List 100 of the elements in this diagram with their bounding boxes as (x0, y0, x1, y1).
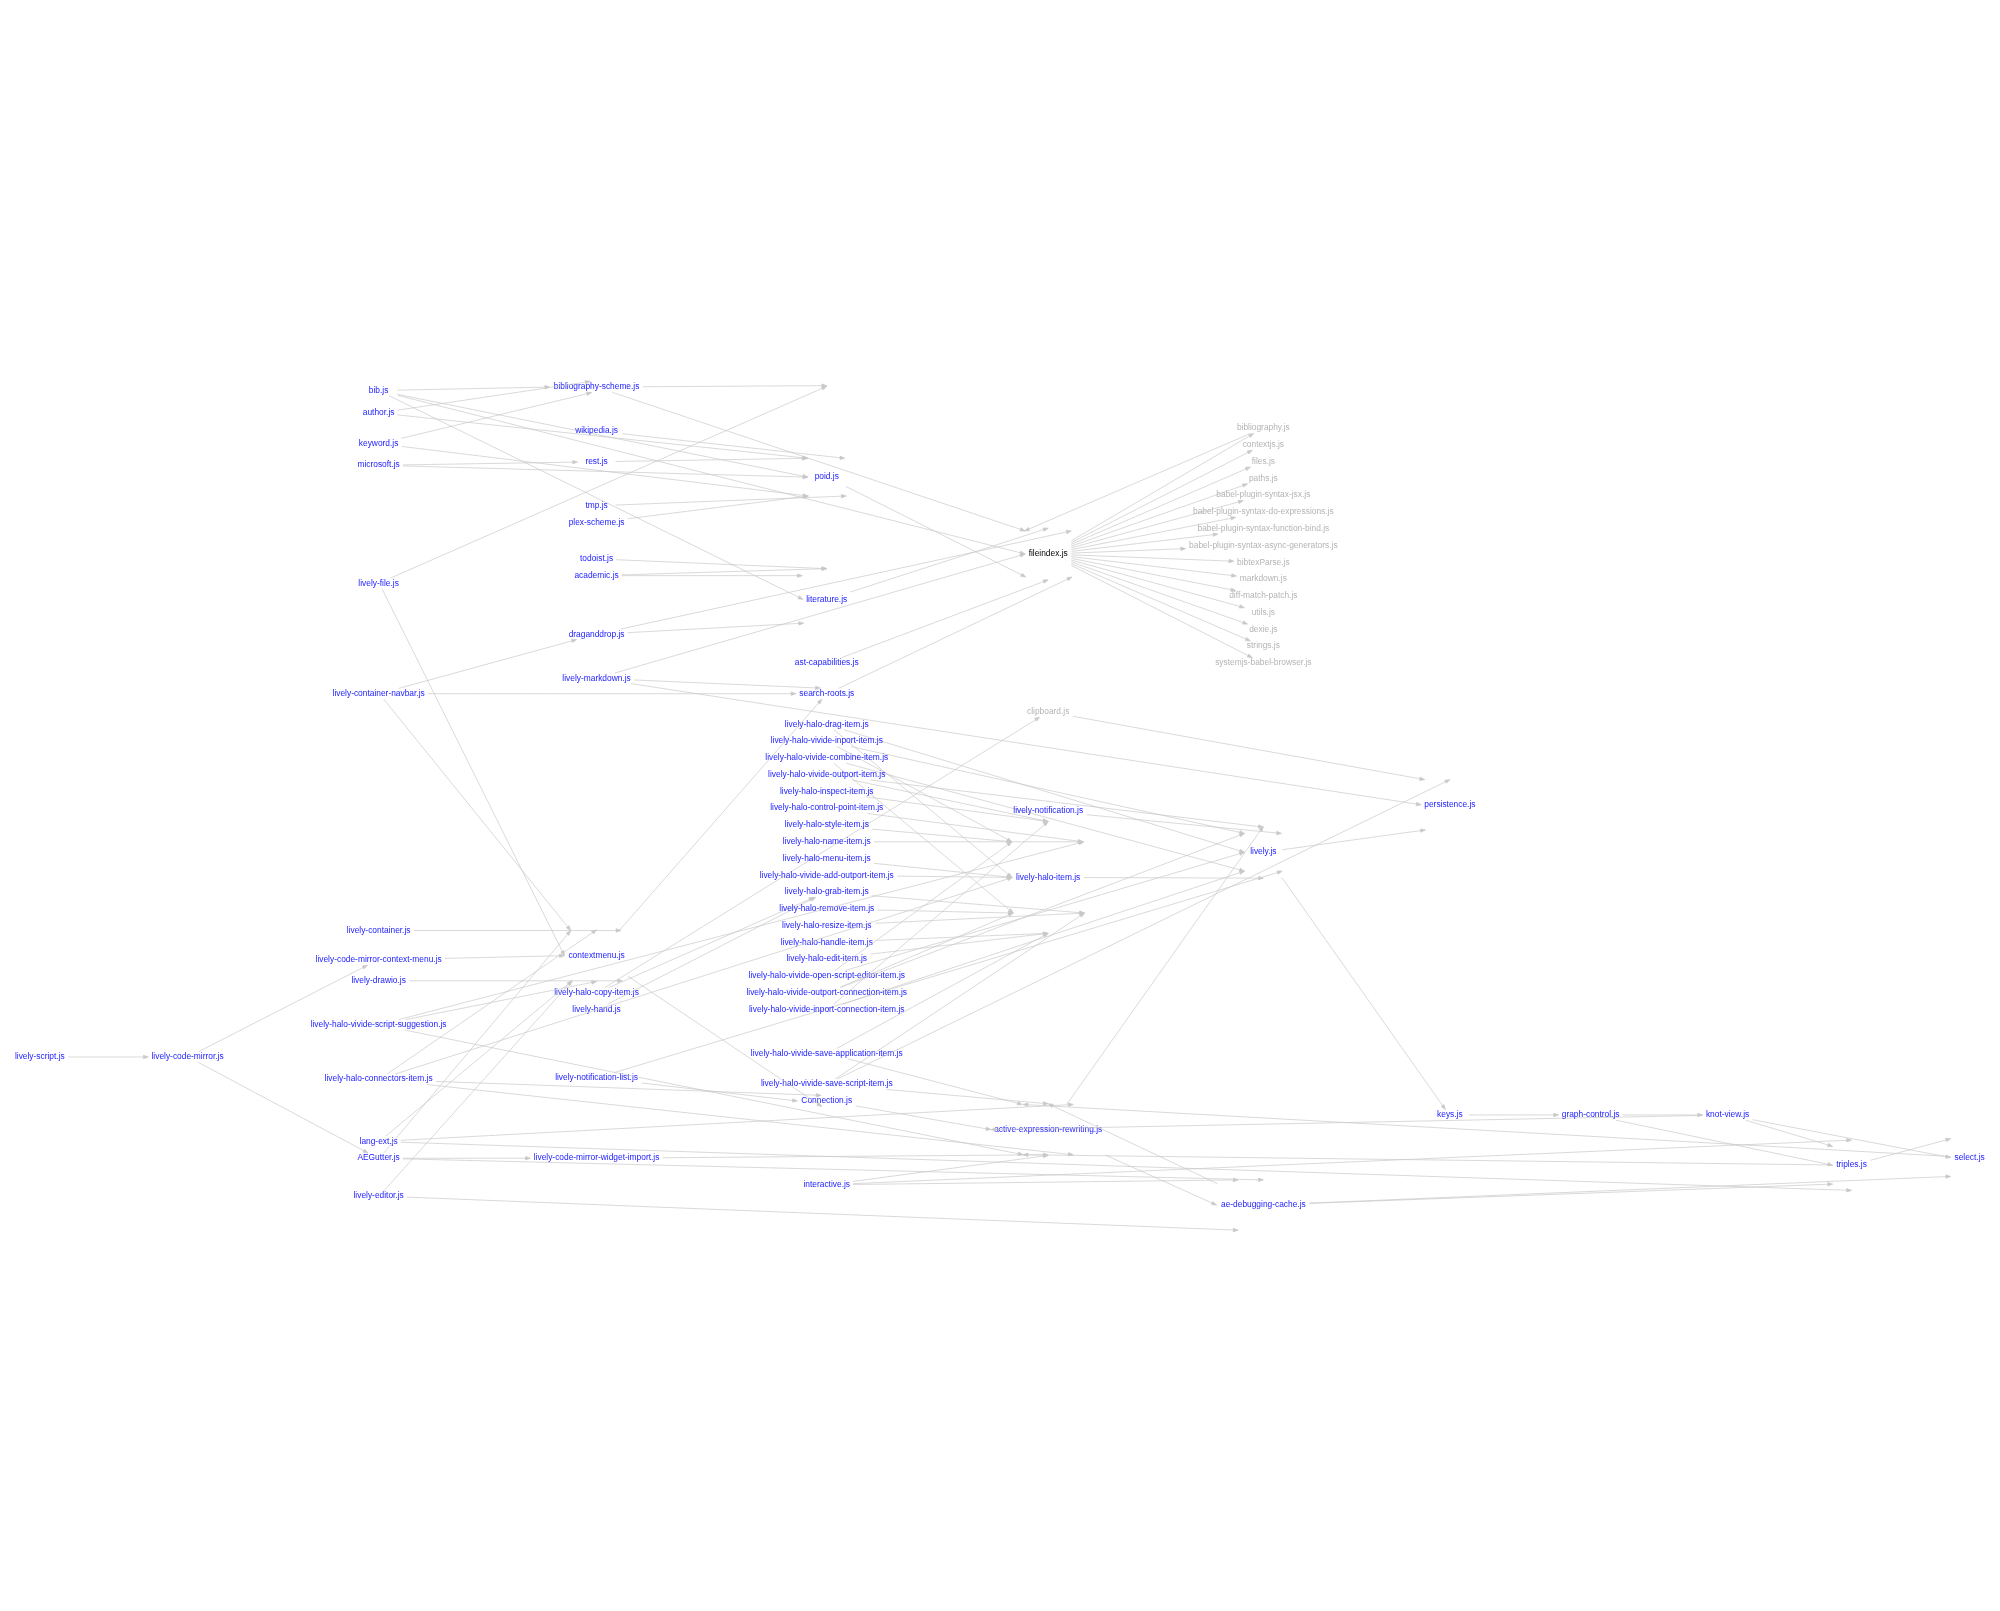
node-text: lively-halo-style-item.js (784, 818, 869, 829)
node-text: lively-halo-copy-item.js (554, 986, 639, 997)
node-text: lively-script.js (14, 1050, 65, 1061)
node-text: babel-plugin-syntax-function-bind.js (1197, 522, 1330, 533)
arrow (1083, 875, 1264, 880)
arrow (847, 1057, 1023, 1105)
arrow (841, 579, 1049, 658)
node-text: triples.js (1836, 1158, 1867, 1169)
node-text: graph-control.js (1561, 1108, 1620, 1119)
arrow (400, 1141, 1852, 1192)
arrow (855, 1105, 992, 1131)
arrow (383, 698, 572, 931)
node-text: lively-halo-vivide-inport-item.js (770, 734, 883, 745)
arrow (1745, 1119, 1834, 1147)
arrow (886, 1088, 1049, 1105)
node-text: lively-file.js (358, 577, 399, 587)
node-text: lively-code-mirror.js (151, 1050, 224, 1061)
node-text: paths.js (1248, 472, 1278, 483)
node-text: files.js (1251, 455, 1275, 466)
arrow (852, 1177, 1239, 1185)
node-text: bibliography.js (1236, 421, 1290, 432)
node-text: author.js (362, 406, 395, 417)
arrow (870, 779, 1264, 829)
arrow (634, 679, 821, 690)
arrow (400, 391, 593, 439)
node-text: Connection.js (801, 1094, 853, 1105)
arrow (405, 979, 597, 1020)
arrow (397, 384, 551, 390)
node-text: contextjs.js (1242, 438, 1285, 449)
node-text: knot-view.js (1705, 1108, 1750, 1119)
arrow (627, 620, 805, 633)
arrow (621, 573, 803, 578)
node-text: strings.js (1246, 639, 1280, 650)
arrow (385, 979, 573, 1136)
node-text: lively-halo-drag-item.js (784, 718, 869, 729)
node-text: markdown.js (1239, 572, 1287, 583)
arrow (1281, 876, 1446, 1110)
node-text: ast-capabilities.js (794, 656, 859, 667)
node-text: todoist.js (580, 552, 614, 563)
node-text: ae-debugging-cache.js (1220, 1198, 1306, 1209)
arrow (627, 975, 823, 1107)
node-text: lively-notification-list.js (555, 1071, 638, 1082)
arrow (850, 745, 1245, 834)
arrow (197, 1061, 369, 1153)
node-text: lively-halo-vivide-open-script-editor-item.js (748, 969, 905, 980)
node-text: utils.js (1251, 606, 1275, 617)
node-text: lively-container.js (346, 924, 411, 935)
arrow (413, 927, 622, 933)
arrow (406, 1196, 1239, 1232)
arrow (852, 1137, 1852, 1184)
arrow (1104, 1154, 1217, 1205)
node-text: interactive.js (803, 1178, 851, 1189)
arrow (1870, 1137, 1952, 1161)
node-text: rest.js (585, 455, 608, 466)
arrow (849, 527, 1049, 592)
arrow (1071, 561, 1248, 624)
arrow (383, 979, 573, 1191)
node-text: lively.js (1250, 845, 1277, 856)
node-text: lively-hand.js (572, 1003, 621, 1014)
node-text: systemjs-babel-browser.js (1215, 656, 1312, 667)
arrow (1071, 564, 1253, 658)
arrow (398, 638, 578, 689)
node-text: lively-halo-item.js (1016, 871, 1081, 882)
node-text: select.js (1954, 1151, 1985, 1162)
node-text: clipboard.js (1027, 705, 1070, 716)
arrow (381, 587, 565, 956)
node-text: lively-halo-vivide-save-script-item.js (760, 1077, 893, 1088)
node-text: lively-halo-vivide-save-application-item.js (750, 1047, 903, 1058)
arrow (612, 391, 1026, 531)
node-text: babel-plugin-syntax-do-expressions.js (1193, 505, 1334, 516)
node-text: lively-halo-grab-item.js (784, 885, 869, 896)
arrow (1071, 449, 1253, 543)
node-text: lively-markdown.js (562, 672, 631, 682)
node-text: lively-notification.js (1013, 804, 1084, 815)
node-text: lively-halo-vivide-inport-connection-item.js (749, 1003, 905, 1014)
arrow (1071, 515, 1237, 550)
arrow (865, 795, 1049, 823)
arrow (409, 978, 623, 983)
arrow (383, 929, 572, 1153)
node-text: bibliography-scheme.js (553, 380, 640, 391)
node-text: persistence.js (1424, 798, 1476, 809)
arrow (400, 1102, 1074, 1141)
node-text: lively-halo-vivide-add-outport-item.js (759, 869, 894, 879)
node-text: babel-plugin-syntax-jsx.js (1216, 488, 1311, 499)
arrow (388, 394, 804, 600)
arrow (630, 682, 1422, 806)
arrow (1071, 532, 1219, 552)
arrow (386, 928, 597, 1074)
arrow (1071, 559, 1245, 608)
arrow (1752, 1118, 1952, 1159)
arrow (1071, 562, 1251, 641)
arrow (1308, 1181, 1834, 1204)
node-text: AEGutter.js (357, 1151, 400, 1162)
arrow (1047, 1102, 1218, 1184)
node-text: lively-code-mirror-context-menu.js (315, 953, 442, 964)
node-text: lively-halo-connectors-item.js (324, 1072, 433, 1083)
arrow (1071, 555, 1237, 578)
node-text: literature.js (806, 593, 848, 604)
arrow (604, 716, 1040, 988)
node-text: draganddrop.js (568, 627, 625, 638)
